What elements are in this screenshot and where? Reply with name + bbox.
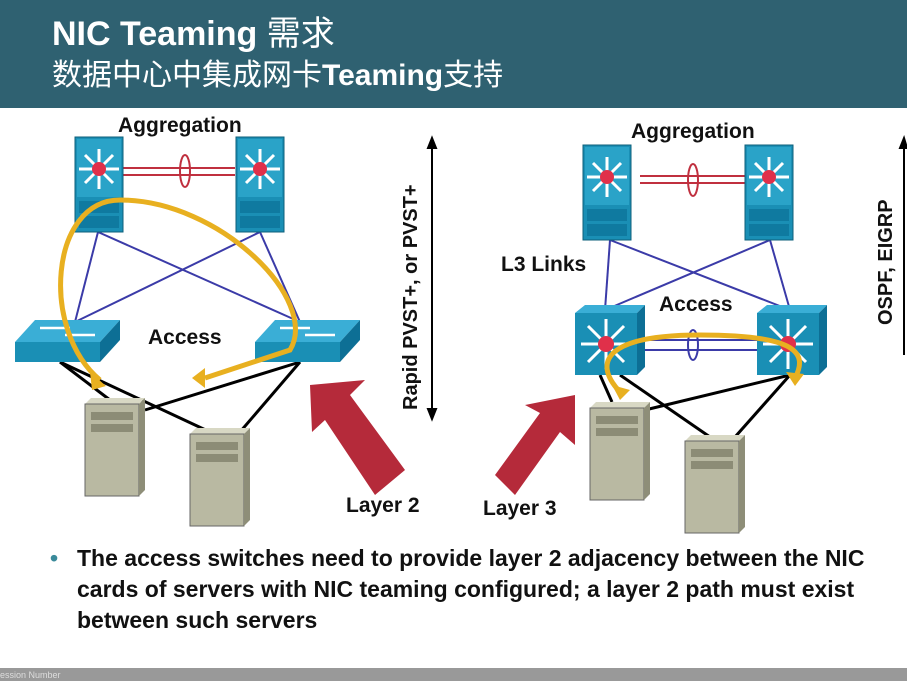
right-aggregation-label: Aggregation xyxy=(631,120,755,143)
layer2-label: Layer 2 xyxy=(346,494,420,517)
right-links xyxy=(604,239,791,361)
l3-links-label: L3 Links xyxy=(501,253,587,276)
layer3-arrow xyxy=(495,395,575,495)
session-number: ession Number xyxy=(0,670,61,680)
right-scope-arrow xyxy=(898,134,907,355)
left-protocol-label: Rapid PVST+, or PVST+ xyxy=(400,184,422,410)
right-server-1 xyxy=(589,401,651,501)
left-port-channel xyxy=(123,154,235,188)
slide-header: NIC Teaming 需求 数据中心中集成网卡Teaming支持 xyxy=(0,0,907,108)
left-server-2 xyxy=(189,427,251,527)
left-aggregation-switch-2 xyxy=(234,135,286,234)
slide-subtitle: 数据中心中集成网卡Teaming支持 xyxy=(52,59,504,92)
left-scope-arrow xyxy=(426,135,438,422)
left-aggregation-label: Aggregation xyxy=(118,114,242,137)
left-links xyxy=(74,231,301,323)
footer-bar: ession Number xyxy=(0,668,907,681)
left-access-label: Access xyxy=(148,326,222,349)
left-server-links xyxy=(59,360,302,434)
right-server-2 xyxy=(684,434,746,534)
layer3-label: Layer 3 xyxy=(483,497,557,520)
right-port-channel xyxy=(640,163,745,197)
bullet-list: • The access switches need to provide la… xyxy=(50,543,870,636)
right-aggregation-switch-2 xyxy=(743,143,795,242)
right-access-label: Access xyxy=(659,293,733,316)
slide-title: NIC Teaming 需求 xyxy=(52,15,335,53)
left-layer2-path xyxy=(58,197,298,382)
right-aggregation-switch-1 xyxy=(581,143,633,242)
bullet-icon: • xyxy=(50,545,59,571)
layer2-arrow xyxy=(310,380,405,495)
bullet-text: The access switches need to provide laye… xyxy=(77,545,865,633)
right-layer2-path xyxy=(604,332,802,394)
right-protocol-label: OSPF, EIGRP xyxy=(875,199,897,325)
left-server-1 xyxy=(84,397,146,497)
right-server-links xyxy=(598,373,792,439)
